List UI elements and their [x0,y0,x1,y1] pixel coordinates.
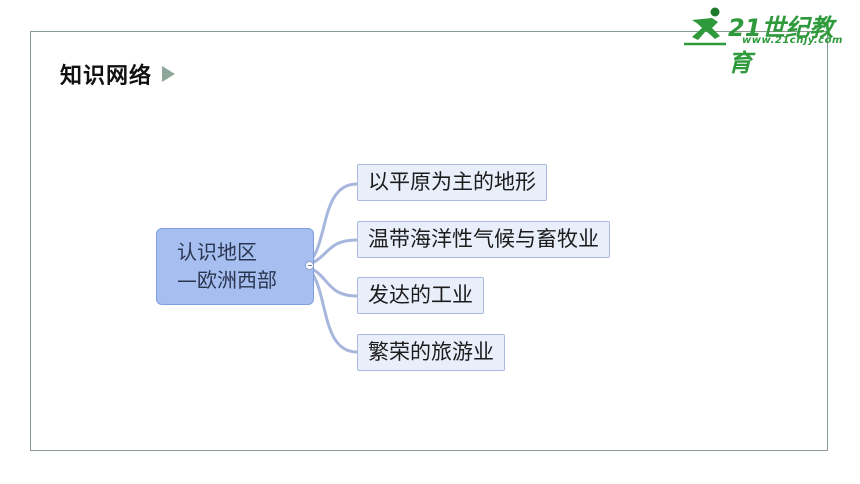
root-line-2: —欧洲西部 [177,268,277,292]
mindmap-child-node[interactable]: 繁荣的旅游业 [357,334,505,371]
mindmap-child-node[interactable]: 温带海洋性气候与畜牧业 [357,221,610,258]
logo-subtext: www.21cnjy.com [742,35,843,46]
mindmap-child-node[interactable]: 以平原为主的地形 [357,164,547,201]
mindmap-root-node[interactable]: 认识地区 —欧洲西部 [156,228,314,305]
root-line-1: 认识地区 [177,240,257,264]
triangle-arrow-icon [162,66,176,82]
logo: 21世纪教育 www.21cnjy.com [682,6,852,77]
mindmap-child-node[interactable]: 发达的工业 [357,277,484,314]
content-frame [30,31,828,451]
section-title-text: 知识网络 [60,64,153,89]
collapse-toggle-icon[interactable] [305,261,314,270]
section-title: 知识网络 [60,58,176,90]
logo-text: 21世纪教育 [728,14,834,77]
running-figure-icon [684,7,726,46]
